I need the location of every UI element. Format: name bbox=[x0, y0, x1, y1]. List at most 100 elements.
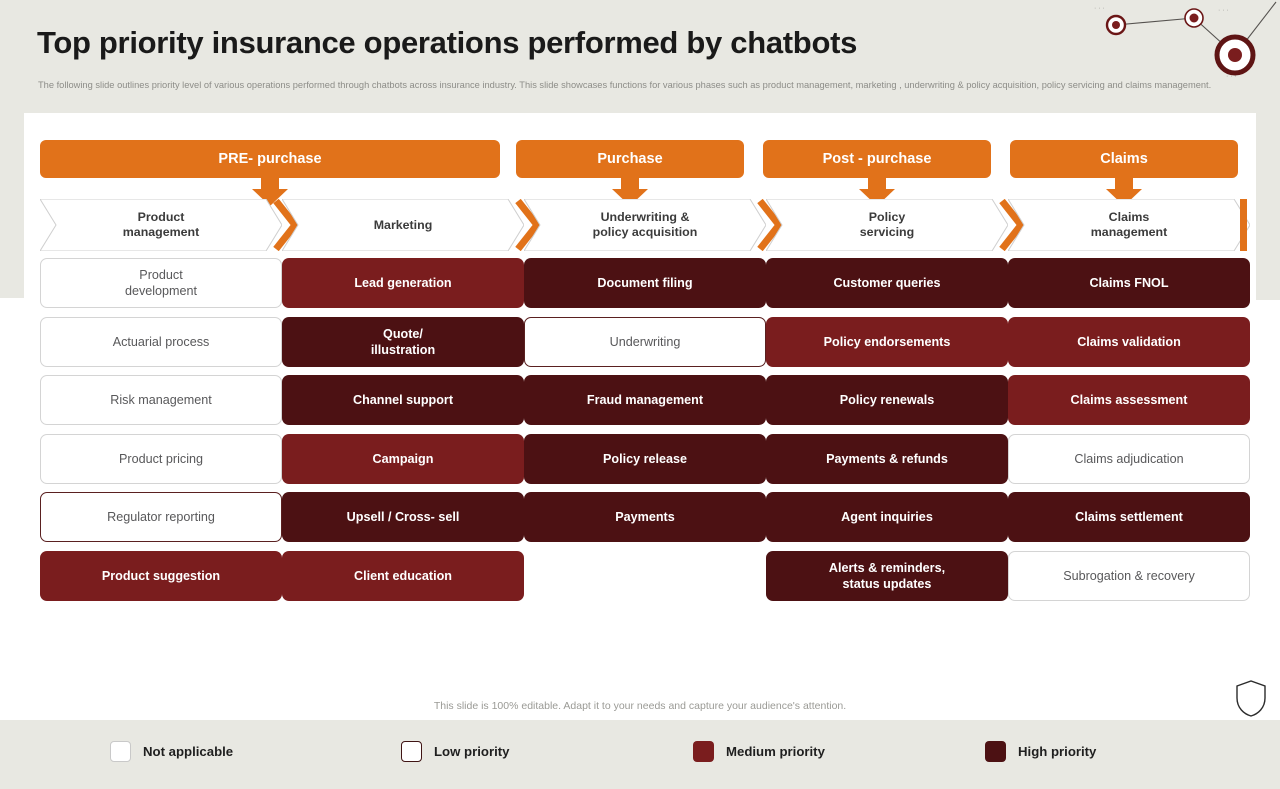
legend-item-high[interactable]: High priority bbox=[985, 741, 1096, 762]
chevron-outline-icon bbox=[40, 199, 282, 251]
chevron-outline-icon bbox=[282, 199, 524, 251]
page-subtitle: The following slide outlines priority le… bbox=[38, 80, 1212, 90]
svg-text:· · ·: · · · bbox=[1094, 5, 1105, 12]
stage-chevron-policy-servicing[interactable]: Policy servicing bbox=[766, 199, 1008, 251]
chevron-accent-icon bbox=[273, 199, 299, 251]
operation-cell[interactable]: Claims adjudication bbox=[1008, 433, 1250, 484]
legend-item-medium[interactable]: Medium priority bbox=[693, 741, 825, 762]
operation-cell[interactable]: Policy release bbox=[524, 433, 766, 484]
operation-label: Product suggestion bbox=[101, 568, 221, 583]
phase-arrow-icon bbox=[612, 178, 648, 206]
operation-cell[interactable]: Quote/illustration bbox=[282, 316, 524, 367]
operation-cell[interactable]: Channel support bbox=[282, 375, 524, 425]
operation-cell[interactable]: Upsell / Cross- sell bbox=[282, 492, 524, 542]
operation-label: Alerts & reminders,status updates bbox=[828, 560, 946, 591]
operation-label: Channel support bbox=[352, 393, 454, 407]
operation-label: Payments & refunds bbox=[826, 451, 948, 466]
operation-cell[interactable]: Risk management bbox=[40, 375, 282, 425]
operation-label: Actuarial process bbox=[112, 334, 210, 349]
operation-cell[interactable]: Payments & refunds bbox=[766, 433, 1008, 484]
chevron-accent-icon bbox=[515, 199, 541, 251]
operation-cell[interactable]: Regulator reporting bbox=[40, 492, 282, 542]
operation-cell[interactable]: Product suggestion bbox=[40, 550, 282, 601]
chevron-accent-icon bbox=[757, 199, 783, 251]
chevron-outline-icon bbox=[1008, 199, 1250, 251]
operation-label: Document filing bbox=[597, 276, 693, 290]
legend-label: High priority bbox=[1018, 744, 1097, 759]
operation-cell[interactable]: Claims assessment bbox=[1008, 375, 1250, 425]
operation-label: Agent inquiries bbox=[841, 510, 933, 524]
operation-cell[interactable]: Policy renewals bbox=[766, 375, 1008, 425]
operation-cell[interactable]: Payments bbox=[524, 492, 766, 542]
operation-label: Lead generation bbox=[354, 276, 452, 290]
page-title: Top priority insurance operations perfor… bbox=[37, 25, 858, 60]
legend-swatch-high bbox=[985, 741, 1006, 762]
footer-note: This slide is 100% editable. Adapt it to… bbox=[433, 700, 847, 712]
legend-label: Not applicable bbox=[143, 744, 234, 759]
legend-swatch-low bbox=[401, 741, 422, 762]
phase-pill-claims[interactable]: Claims bbox=[1010, 140, 1238, 178]
operation-label: Policy endorsements bbox=[823, 334, 951, 349]
stage-chevron-marketing[interactable]: Marketing bbox=[282, 199, 524, 251]
stage-chevron-underwriting[interactable]: Underwriting & policy acquisition bbox=[524, 199, 766, 251]
phase-pill-post-purchase[interactable]: Post - purchase bbox=[763, 140, 991, 178]
chevron-outline-icon bbox=[524, 199, 766, 251]
legend-label: Low priority bbox=[434, 744, 510, 759]
operation-cell[interactable]: Claims validation bbox=[1008, 316, 1250, 367]
operation-cell[interactable]: Campaign bbox=[282, 433, 524, 484]
operation-cell[interactable]: Alerts & reminders,status updates bbox=[766, 550, 1008, 601]
svg-text:· · ·: · · · bbox=[1218, 7, 1229, 14]
legend: Not applicable Low priority Medium priorit… bbox=[24, 741, 1256, 789]
phase-pill-purchase[interactable]: Purchase bbox=[516, 140, 744, 178]
stage-chevron-band: Product management Marketing Underwritin… bbox=[24, 199, 1256, 251]
network-nodes-decoration: · · · · · · · · · bbox=[1094, 1, 1277, 80]
stage-label-line1: Underwriting & bbox=[600, 210, 690, 224]
stage-chevron-product-management[interactable]: Product management bbox=[40, 199, 282, 251]
operation-label: Claims FNOL bbox=[1089, 276, 1169, 290]
operation-cell[interactable]: Underwriting bbox=[524, 316, 766, 367]
operation-label: Risk management bbox=[110, 393, 212, 407]
stage-chevron-claims-management[interactable]: Claims management bbox=[1008, 199, 1250, 251]
phase-label: PRE- purchase bbox=[218, 151, 322, 167]
content-panel: PRE- purchase Purchase Post - purchase C… bbox=[24, 113, 1256, 762]
chevron-outline-icon bbox=[766, 199, 1008, 251]
operation-cell[interactable]: Client education bbox=[282, 550, 524, 601]
legend-swatch-not-applicable bbox=[110, 741, 131, 762]
operation-cell[interactable]: Policy endorsements bbox=[766, 316, 1008, 367]
operation-cell[interactable]: Actuarial process bbox=[40, 316, 282, 367]
operation-label: Client education bbox=[354, 568, 452, 583]
operation-label: Subrogation & recovery bbox=[1063, 568, 1195, 583]
stage-label-line2: management bbox=[122, 225, 200, 239]
phase-label: Post - purchase bbox=[822, 151, 932, 167]
operation-label: Campaign bbox=[372, 451, 434, 466]
phase-pill-pre-purchase[interactable]: PRE- purchase bbox=[40, 140, 500, 178]
operation-cell[interactable]: Product pricing bbox=[40, 433, 282, 484]
slide-header: Top priority insurance operations perfor… bbox=[0, 0, 1280, 118]
operation-label: Fraud management bbox=[586, 393, 704, 407]
operation-cell[interactable]: Document filing bbox=[524, 258, 766, 308]
legend-label: Medium priority bbox=[726, 744, 825, 759]
stage-label-line2: management bbox=[1090, 225, 1168, 239]
svg-text:· · ·: · · · bbox=[1226, 73, 1237, 80]
operation-cell[interactable]: Customer queries bbox=[766, 258, 1008, 308]
operation-cell[interactable]: Subrogation & recovery bbox=[1008, 550, 1250, 601]
operation-label: Claims settlement bbox=[1075, 510, 1183, 524]
operation-cell[interactable]: Claims FNOL bbox=[1008, 258, 1250, 308]
stage-label-line1: Product bbox=[137, 210, 185, 224]
operation-cell[interactable]: Lead generation bbox=[282, 258, 524, 308]
background-band-left-white bbox=[0, 298, 24, 720]
operation-label: Underwriting bbox=[609, 334, 681, 349]
legend-item-low[interactable]: Low priority bbox=[401, 741, 509, 762]
stage-label-line2: policy acquisition bbox=[592, 225, 698, 239]
operation-cell[interactable]: Fraud management bbox=[524, 375, 766, 425]
operation-cell[interactable]: Claims settlement bbox=[1008, 492, 1250, 542]
operation-label: Upsell / Cross- sell bbox=[346, 510, 460, 524]
legend-item-not-applicable[interactable]: Not applicable bbox=[110, 741, 233, 762]
chevron-accent-icon bbox=[999, 199, 1025, 251]
operation-cell[interactable]: Agent inquiries bbox=[766, 492, 1008, 542]
stage-label-line1: Marketing bbox=[373, 217, 433, 232]
operation-label: Product pricing bbox=[119, 451, 203, 466]
